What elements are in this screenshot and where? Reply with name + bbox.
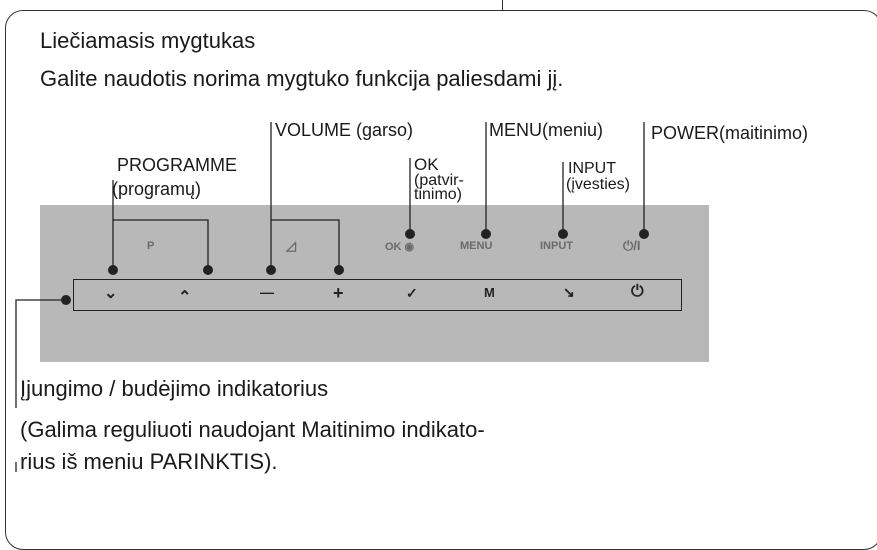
panel-label-menu: MENU	[460, 240, 493, 252]
callout-input: INPUT	[568, 160, 616, 177]
callout-ok-sub1: (patvir-	[414, 172, 464, 189]
volume-down-button[interactable]: —	[260, 284, 274, 300]
callout-programme: PROGRAMME	[117, 155, 238, 175]
panel-label-power: ⏻/I	[623, 238, 641, 253]
section-title: Liečiamasis mygtukas	[40, 28, 256, 53]
panel-label-input: INPUT	[540, 240, 573, 252]
callout-ok: OK	[414, 155, 439, 174]
input-button[interactable]: ↘	[563, 284, 575, 300]
touch-button-strip	[73, 279, 682, 311]
callout-menu: MENU(meniu)	[489, 120, 604, 140]
panel-label-p: P	[147, 240, 155, 252]
volume-up-button[interactable]: +	[333, 283, 344, 303]
callout-leader-lines	[15, 122, 649, 472]
programme-up-button[interactable]: ⌃	[178, 289, 192, 306]
callout-power: POWER(maitinimo)	[651, 123, 809, 143]
power-button[interactable]: ⏻	[631, 283, 644, 300]
indicator-title: Įjungimo / budėjimo indikatorius	[20, 376, 329, 401]
menu-button[interactable]: M	[484, 285, 495, 300]
panel-label-volume-icon: ◿	[286, 238, 296, 253]
callout-programme-sub: (programų)	[112, 179, 202, 199]
ok-button[interactable]: ✓	[406, 285, 418, 301]
callout-ok-sub2: tinimo)	[414, 186, 463, 203]
indicator-note-line1: (Galima reguliuoti naudojant Maitinimo i…	[20, 417, 485, 442]
callout-volume: VOLUME (garso)	[275, 120, 414, 140]
callout-input-sub: (įvesties)	[566, 176, 631, 193]
frame-divider-tick	[502, 0, 503, 11]
panel-label-ok: OK ◉	[385, 241, 415, 253]
section-description: Galite naudotis norima mygtuko funkcija …	[40, 66, 564, 91]
indicator-note-line2: rius iš meniu PARINKTIS).	[20, 449, 278, 474]
programme-down-button[interactable]: ⌄	[104, 285, 118, 302]
